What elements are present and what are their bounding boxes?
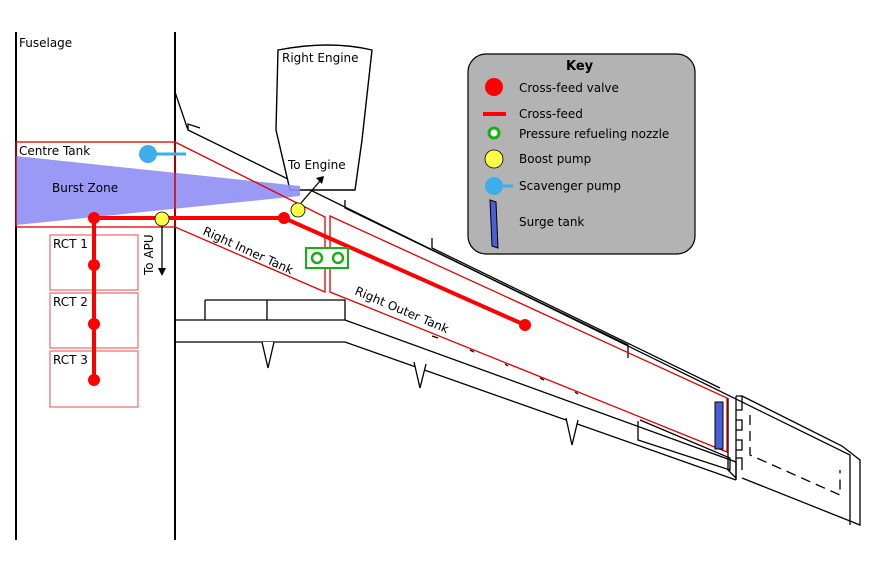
key-nozzle-symbol [487,126,501,140]
key-cross-feed-label: Cross-feed [519,107,583,121]
wing-structure [174,91,861,526]
cross-feed-lines [92,216,527,382]
cross-feed-valve-outer [519,319,531,331]
rct1-label: RCT 1 [53,237,88,251]
to-apu-label: To APU [142,234,156,276]
burst-zone [16,156,300,225]
right-engine-nacelle [275,44,373,191]
key-boost-pump-symbol [484,149,504,169]
key-legend: Key Cross-feed valve Cross-feed Pressure… [467,53,696,255]
cross-feed-valve-rct2 [88,318,100,330]
key-scavenger-pump-symbol [485,177,503,195]
centre-tank-label: Centre Tank [19,144,90,158]
key-boost-pump-label: Boost pump [519,152,591,166]
boost-pump-apu [154,211,170,227]
boost-pump-engine [290,202,306,218]
cross-feed-valve-inner [278,212,290,224]
fuselage-label: Fuselage [19,36,72,50]
cross-feed-valve-centre [88,212,100,224]
cross-feed-valve-rct1 [88,259,100,271]
surge-tank [714,401,724,450]
key-cross-feed-valve-symbol [485,78,503,96]
right-engine-label: Right Engine [282,51,359,65]
key-surge-tank-symbol [489,199,499,249]
flap-fairing-1 [261,341,275,369]
flap-fairing-3 [565,417,579,446]
to-apu-arrowhead [158,268,166,276]
right-inner-tank-label: Right Inner Tank [201,224,296,277]
key-title: Key [566,59,594,74]
rct3-label: RCT 3 [53,353,88,367]
key-surge-tank-label: Surge tank [519,215,584,229]
key-scavenger-pump-label: Scavenger pump [519,179,621,193]
right-inner-tank-outline [174,140,326,293]
cross-feed-valve-rct3 [88,374,100,386]
key-box [467,53,696,255]
key-cross-feed-valve-label: Cross-feed valve [519,81,619,95]
scavenger-pump [139,145,157,163]
rct2-label: RCT 2 [53,295,88,309]
to-engine-label: To Engine [287,158,346,172]
nozzle-port-2 [331,251,345,265]
burst-zone-label: Burst Zone [52,181,118,195]
to-engine-arrowhead [316,176,324,184]
flap-fairing-2 [413,361,427,389]
to-engine-arrow [300,180,321,204]
nozzle-port-1 [310,251,324,265]
key-nozzle-label: Pressure refueling nozzle [519,127,669,141]
